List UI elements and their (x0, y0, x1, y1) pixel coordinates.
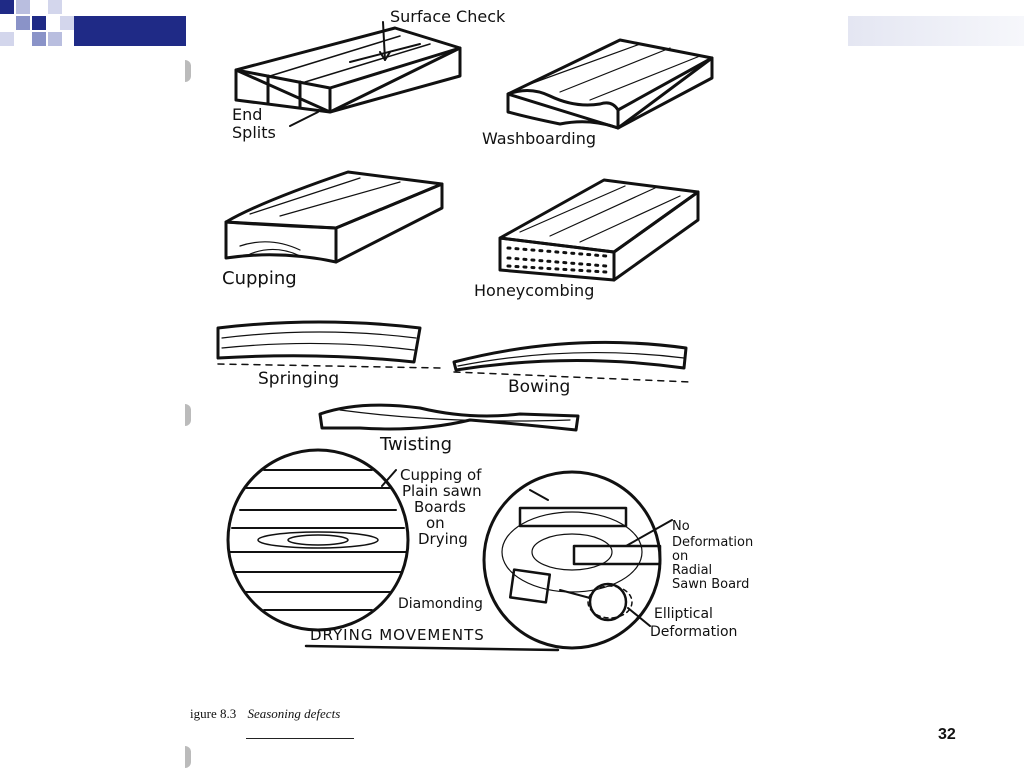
label-surface-check: Surface Check (390, 7, 506, 26)
label-twisting: Twisting (379, 434, 452, 455)
springing-drawing (216, 320, 441, 369)
label-no-deformation-line1: No (672, 519, 690, 534)
label-no-deformation-line3: on (672, 549, 688, 564)
label-cupping-plain-line1: Cupping of (400, 466, 482, 484)
caption-rule (246, 738, 354, 739)
bowing-drawing (452, 340, 691, 383)
label-washboarding: Washboarding (482, 129, 596, 148)
end-splits-drawing (234, 21, 462, 127)
label-honeycombing: Honeycombing (474, 281, 594, 300)
label-end-splits-line2: Splits (232, 123, 276, 142)
slide-decoration-squares (0, 0, 74, 46)
label-cupping-plain-line4: on (426, 514, 445, 532)
plain-sawn-log-drawing (226, 448, 410, 632)
twisting-drawing (318, 403, 580, 432)
slide-header-bar (74, 16, 186, 46)
page-edge-mark (185, 746, 191, 768)
label-bowing: Bowing (508, 377, 570, 397)
label-cupping: Cupping (222, 268, 297, 289)
radial-log-drawing (482, 470, 673, 650)
slide-header-bar-right (848, 16, 1024, 46)
label-cupping-plain-line2: Plain sawn (402, 482, 482, 500)
figure-caption-number: igure 8.3 (190, 706, 237, 721)
honeycombing-drawing (498, 178, 700, 282)
cupping-drawing (224, 170, 444, 264)
label-no-deformation-line5: Sawn Board (672, 577, 749, 592)
label-drying-movements: DRYING MOVEMENTS (310, 626, 485, 644)
label-no-deformation-line2: Deformation (672, 535, 753, 550)
slide-page-number: 32 (938, 726, 956, 743)
figure-caption: igure 8.3 Seasoning defects (190, 706, 340, 722)
label-cupping-plain-line5: Drying (418, 530, 468, 548)
seasoning-defects-figure: Surface Check End Splits Washboarding Cu… (216, 7, 753, 652)
washboarding-drawing (506, 38, 714, 130)
label-no-deformation-line4: Radial (672, 563, 712, 578)
label-diamonding: Diamonding (398, 596, 483, 612)
label-springing: Springing (258, 369, 339, 389)
figure-caption-title: Seasoning defects (247, 706, 341, 721)
label-end-splits-line1: End (232, 105, 262, 124)
label-cupping-plain-line3: Boards (414, 498, 466, 516)
page-edge-mark (185, 60, 191, 82)
label-elliptical-line1: Elliptical (654, 606, 713, 622)
label-elliptical-line2: Deformation (650, 624, 737, 640)
page-edge-mark (185, 404, 191, 426)
